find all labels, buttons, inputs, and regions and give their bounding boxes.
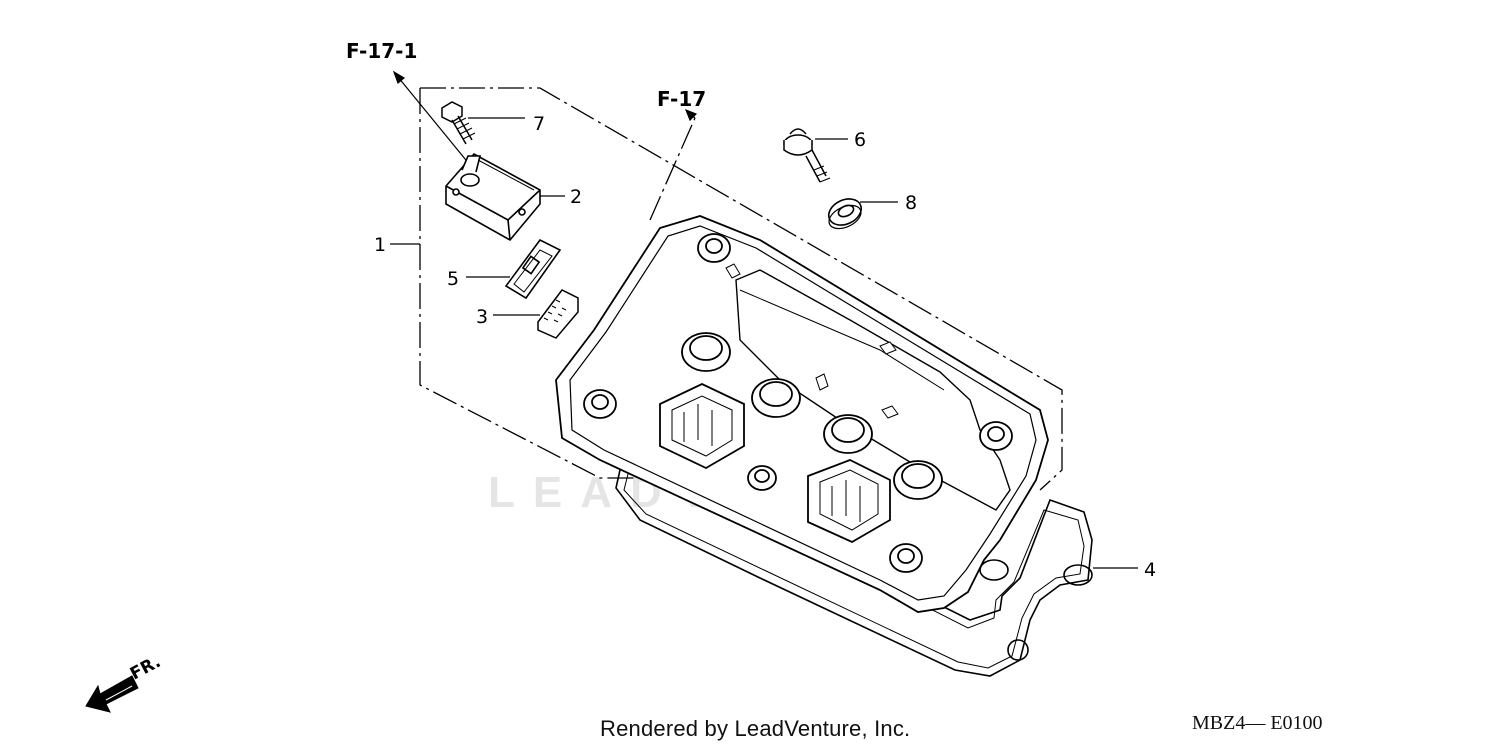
part-7-bolt[interactable] <box>441 101 476 145</box>
callout-7[interactable]: 7 <box>533 113 545 135</box>
part-8-washer[interactable] <box>825 194 866 233</box>
cylinder-head-cover[interactable] <box>555 215 1049 613</box>
ref-arrows <box>392 70 698 166</box>
part-2-breather-cover[interactable] <box>445 152 541 242</box>
callout-6[interactable]: 6 <box>854 129 866 151</box>
callout-8[interactable]: 8 <box>905 192 917 214</box>
rendered-by-footer: Rendered by LeadVenture, Inc. <box>600 716 911 741</box>
part-6-bolt[interactable] <box>783 128 831 183</box>
diagram-code: MBZ4— E0100 <box>1192 712 1323 734</box>
assembly-bracket <box>419 87 1063 491</box>
callout-2[interactable]: 2 <box>570 186 582 208</box>
part-5-gasket[interactable] <box>504 238 562 300</box>
callout-4[interactable]: 4 <box>1144 559 1156 581</box>
front-arrow <box>85 675 139 713</box>
ref-f17-1[interactable]: F-17-1 <box>346 39 417 63</box>
leader-lines <box>390 117 1138 569</box>
part-3-separator[interactable] <box>537 289 579 339</box>
ref-f17[interactable]: F-17 <box>657 87 706 111</box>
callout-1[interactable]: 1 <box>374 234 386 256</box>
callout-5[interactable]: 5 <box>447 268 459 290</box>
callout-3[interactable]: 3 <box>476 306 488 328</box>
